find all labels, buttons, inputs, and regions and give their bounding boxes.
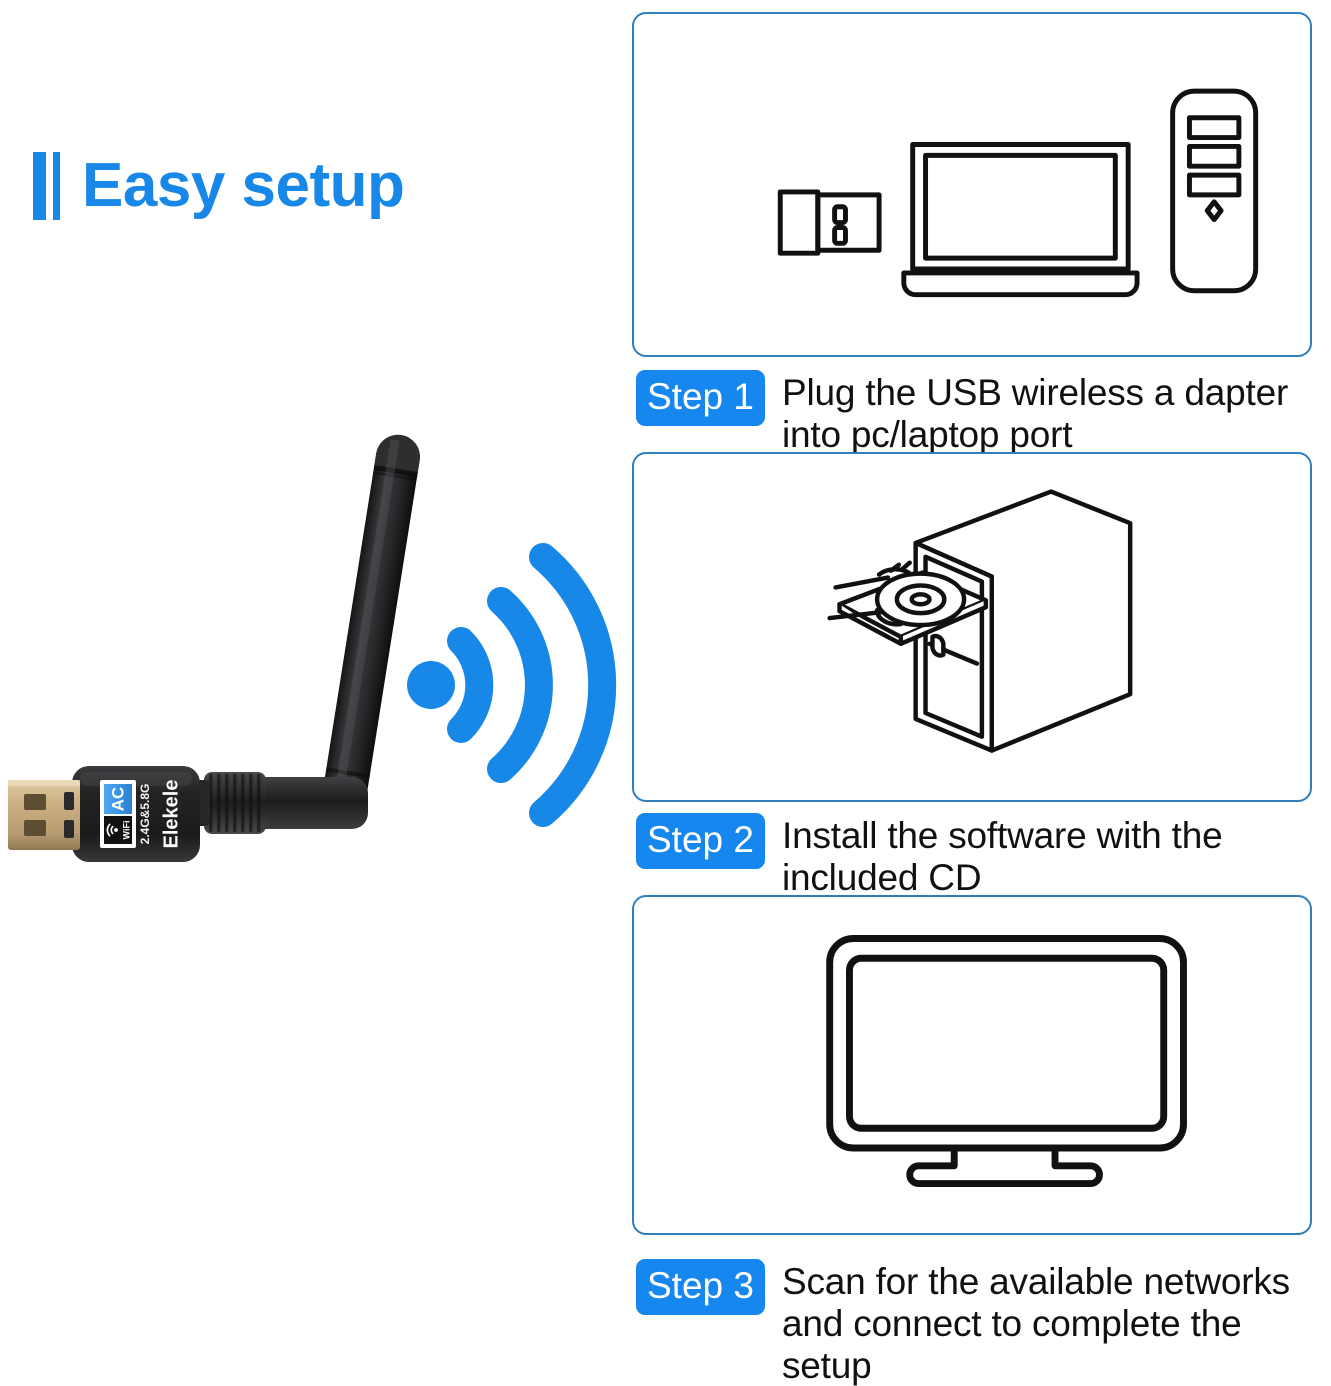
laptop-icon <box>901 141 1140 298</box>
step-2-caption: Step 2 Install the software with the inc… <box>636 813 1326 899</box>
step-1-badge: Step 1 <box>636 370 765 426</box>
step-1-text: Plug the USB wireless a dapter into pc/l… <box>781 372 1289 455</box>
cd-disc-icon <box>874 571 967 628</box>
pc-tower-isometric-icon <box>827 489 1133 753</box>
label-band-text: 2.4G&5.8G <box>138 784 152 845</box>
double-bar-icon <box>33 152 60 220</box>
hand-icon <box>827 560 912 627</box>
step-3-illustration-panel <box>632 895 1312 1235</box>
step-2-illustration-panel <box>632 452 1312 802</box>
wifi-arc-2 <box>487 587 553 783</box>
label-brand-text: Elekele <box>160 780 182 849</box>
wifi-arc-3 <box>529 543 617 827</box>
usb-dongle-icon <box>777 189 882 256</box>
label-wifi-text: WiFi <box>121 821 131 840</box>
wifi-dot <box>407 661 455 709</box>
wifi-waves-icon <box>405 535 635 835</box>
label-ac-text: AC <box>108 787 127 812</box>
page-title-text: Easy setup <box>82 151 405 220</box>
antenna-hinge-arm <box>238 777 368 829</box>
wifi-arc-1 <box>447 627 494 743</box>
step-3-badge: Step 3 <box>636 1259 765 1315</box>
step-2-text: Install the software with the included C… <box>781 815 1223 898</box>
page-title: Easy setup <box>33 140 405 232</box>
step-2-badge: Step 2 <box>636 813 765 869</box>
usb-wifi-adapter: AC WiFi 2.4G&5.8G Elekele <box>0 380 620 900</box>
step-1-caption: Step 1 Plug the USB wireless a dapter in… <box>636 370 1326 456</box>
external-antenna <box>323 434 420 811</box>
wifi-signal-icon <box>106 823 118 837</box>
step-3-text: Scan for the available networks and conn… <box>781 1261 1290 1386</box>
bar-thick <box>33 152 46 220</box>
antenna-knurled-joint <box>190 772 266 834</box>
monitor-icon <box>826 935 1187 1188</box>
step-3-caption: Step 3 Scan for the available networks a… <box>636 1259 1326 1386</box>
bar-thin <box>53 152 60 220</box>
pc-tower-icon <box>1170 88 1259 294</box>
product-label: AC WiFi 2.4G&5.8G Elekele <box>100 780 182 849</box>
usb-a-connector <box>8 780 80 850</box>
step-1-illustration-panel <box>632 12 1312 357</box>
